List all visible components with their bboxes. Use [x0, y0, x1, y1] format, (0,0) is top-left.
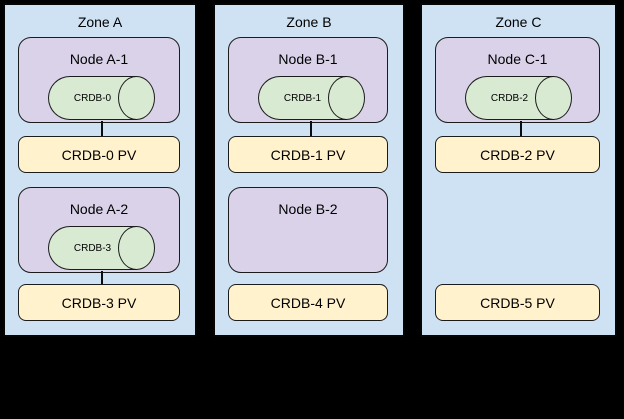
zone-label: Zone B	[286, 14, 332, 30]
node-box-a2: Node A-2 CRDB-3	[18, 187, 180, 273]
node-box-c1: Node C-1 CRDB-2	[435, 37, 600, 123]
node-label: Node C-1	[487, 51, 548, 67]
pv-box: CRDB-1 PV	[228, 136, 388, 173]
pod-pv-connector-line	[101, 271, 103, 287]
zone-panel-a: Zone A Node A-1 CRDB-0 CRDB-0 PV Node A-…	[3, 3, 197, 337]
pv-box: CRDB-2 PV	[435, 136, 600, 173]
crdb-pod-cylinder: CRDB-1	[258, 76, 365, 120]
crdb-pod-cylinder: CRDB-2	[465, 76, 572, 120]
zone-panel-c: Zone C Node C-1 CRDB-2 CRDB-2 PV CRDB-5 …	[420, 3, 617, 337]
pod-label: CRDB-1	[283, 92, 322, 104]
node-box-b1: Node B-1 CRDB-1	[228, 37, 388, 123]
pv-label: CRDB-5 PV	[480, 294, 555, 311]
pod-label: CRDB-2	[490, 92, 529, 104]
node-label: Node A-1	[69, 51, 129, 67]
crdb-pod-cylinder: CRDB-3	[48, 226, 155, 270]
pod-pv-connector-line	[519, 121, 522, 139]
pv-box: CRDB-5 PV	[435, 284, 600, 321]
cylinder-cap-ellipse	[118, 76, 155, 120]
pod-pv-connector-line	[101, 121, 103, 139]
cylinder-cap-ellipse	[118, 226, 155, 270]
node-box-b2: Node B-2	[228, 187, 388, 273]
cylinder-cap-ellipse	[328, 76, 365, 120]
node-box-a1: Node A-1 CRDB-0	[18, 37, 180, 123]
pv-label: CRDB-4 PV	[270, 294, 346, 311]
pv-label: CRDB-1 PV	[270, 146, 346, 163]
zone-panel-b: Zone B Node B-1 CRDB-1 CRDB-1 PV Node B-…	[213, 3, 405, 337]
pod-pv-connector-line	[310, 121, 312, 139]
pv-box: CRDB-4 PV	[228, 284, 388, 321]
pv-box: CRDB-0 PV	[18, 136, 180, 173]
pod-label: CRDB-0	[73, 92, 112, 104]
pod-label: CRDB-3	[73, 242, 112, 254]
node-label: Node B-1	[278, 51, 338, 67]
pv-label: CRDB-3 PV	[61, 294, 137, 311]
zone-label: Zone C	[495, 14, 542, 30]
node-label: Node A-2	[69, 201, 129, 217]
pv-box: CRDB-3 PV	[18, 284, 180, 321]
node-label: Node B-2	[278, 201, 338, 217]
zone-label: Zone A	[77, 14, 123, 30]
pv-label: CRDB-2 PV	[480, 146, 555, 163]
pv-label: CRDB-0 PV	[61, 146, 137, 163]
crdb-pod-cylinder: CRDB-0	[48, 76, 155, 120]
cylinder-cap-ellipse	[535, 76, 572, 120]
